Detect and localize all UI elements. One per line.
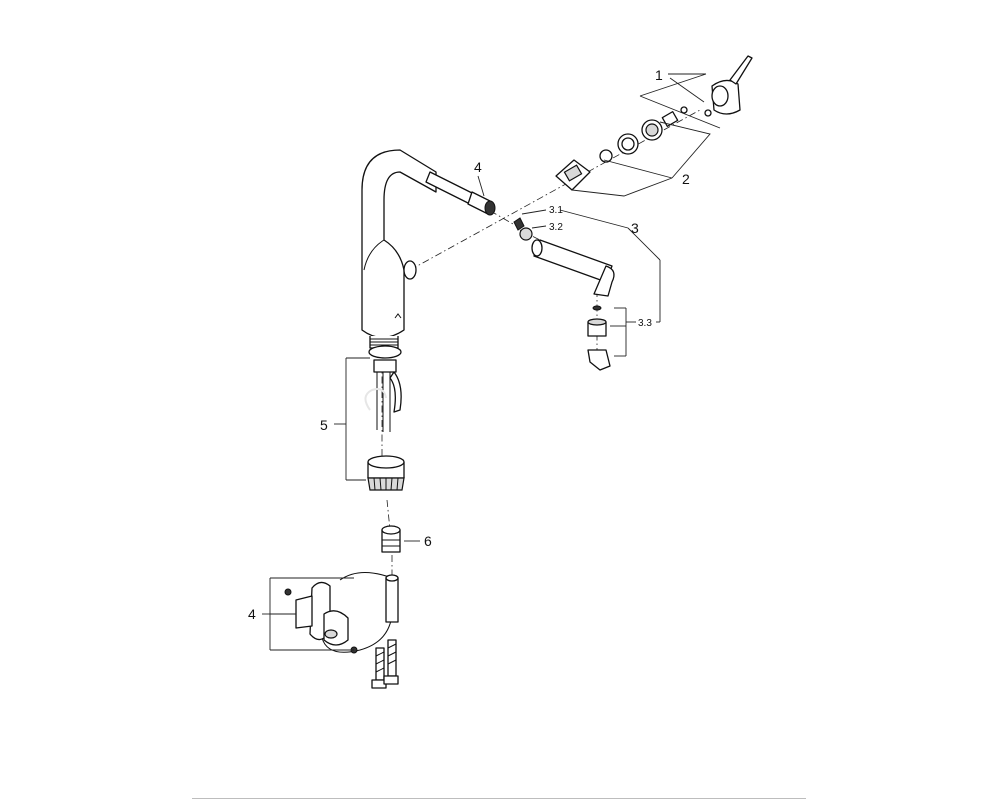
- callout-3: 3: [631, 220, 639, 236]
- callout-1: 1: [655, 67, 663, 83]
- nut-grip-lines: [373, 477, 399, 491]
- faucet-body: [361, 149, 437, 359]
- callout-4-bottom: 4: [248, 606, 256, 622]
- supply-hoses: [371, 639, 399, 689]
- cartridge-part-2: [555, 119, 663, 191]
- assembly-axes: [379, 109, 701, 676]
- callout-6: 6: [424, 533, 432, 549]
- callout-5: 5: [320, 417, 328, 433]
- spray-hose-top: [425, 171, 496, 216]
- hose-assembly: [364, 359, 405, 491]
- callout-3-3: 3.3: [638, 318, 652, 329]
- footer-rule: [192, 798, 806, 799]
- weight-clip: [284, 581, 358, 654]
- leader-lines: [262, 73, 721, 651]
- callout-3-2: 3.2: [549, 222, 563, 233]
- callout-2: 2: [682, 171, 690, 187]
- connector-part-6: [381, 525, 401, 553]
- spout-part-3: [513, 217, 615, 371]
- shank-thread: [370, 338, 398, 346]
- hose-braid: [375, 643, 397, 673]
- callout-labels: 1 2 3 3.1 3.2 3.3 4 5 6 4: [248, 67, 690, 622]
- handle-part-1: [661, 55, 753, 127]
- hose-weight: [321, 572, 399, 653]
- callout-3-1: 3.1: [549, 205, 563, 216]
- callout-4-top: 4: [474, 159, 482, 175]
